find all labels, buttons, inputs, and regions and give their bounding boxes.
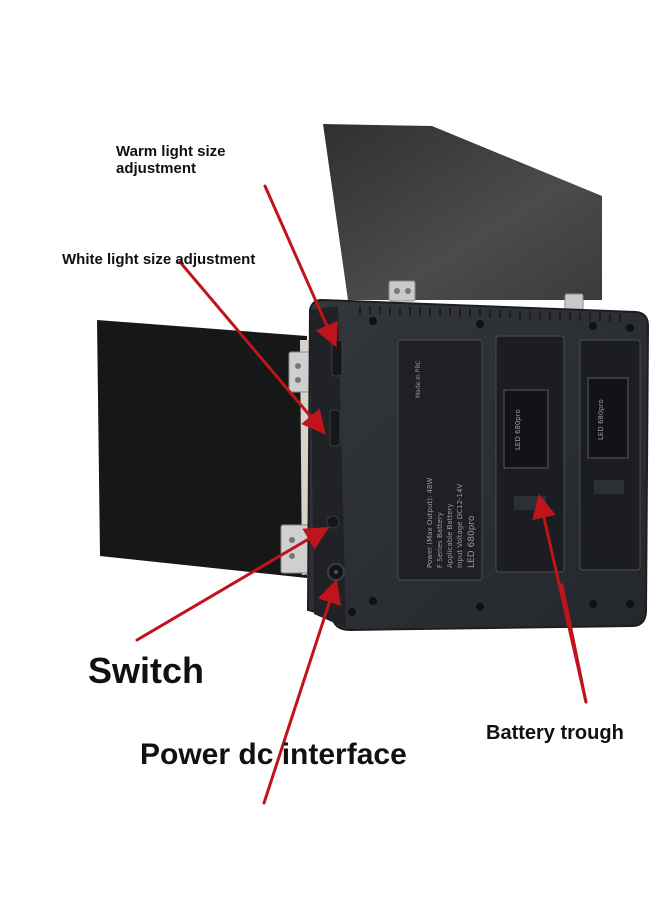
dc-power-port[interactable] xyxy=(327,563,345,581)
battery-plate-right: LED 680pro xyxy=(579,339,641,571)
sticker-model: LED 680pro xyxy=(467,515,477,568)
arrow-power-dc xyxy=(262,579,341,805)
power-switch[interactable] xyxy=(326,515,340,529)
power-dc-label: Power dc interface xyxy=(140,738,407,771)
arrow-battery-right xyxy=(560,583,588,704)
hinge-top-left xyxy=(388,280,416,302)
warm-light-knob[interactable] xyxy=(331,339,343,377)
white-light-knob[interactable] xyxy=(329,409,341,447)
left-barn-door xyxy=(97,320,307,578)
top-barn-door xyxy=(323,124,602,300)
battery-plate-right-label: LED 680pro xyxy=(597,399,605,440)
sticker-battery: Applicable Battery xyxy=(446,503,454,568)
battery-plate-left-label: LED 680pro xyxy=(514,409,522,450)
white-light-label: White light size adjustment xyxy=(62,251,256,268)
arrow-warm-light xyxy=(263,184,338,348)
switch-label: Switch xyxy=(88,650,205,691)
arrow-white-light xyxy=(178,260,326,435)
battery-plate-left: LED 680pro xyxy=(495,335,565,573)
sticker-power: Power (Max Output): 48W xyxy=(426,478,434,568)
sticker-input-voltage: Input Voltage DC12-14V xyxy=(456,484,464,568)
hinge-top-right xyxy=(564,293,584,311)
warm-light-label: Warm light size adjustment xyxy=(116,143,226,177)
arrow-switch xyxy=(135,526,330,642)
sticker-made-in: Made In PRC xyxy=(415,361,422,398)
battery-trough-label: Battery trough xyxy=(486,722,624,744)
callout-arrows xyxy=(135,184,588,805)
sticker-battery-type: F Series Battery xyxy=(436,512,444,568)
spec-sticker: LED 680pro Input Voltage DC12-14V Applic… xyxy=(397,339,483,581)
